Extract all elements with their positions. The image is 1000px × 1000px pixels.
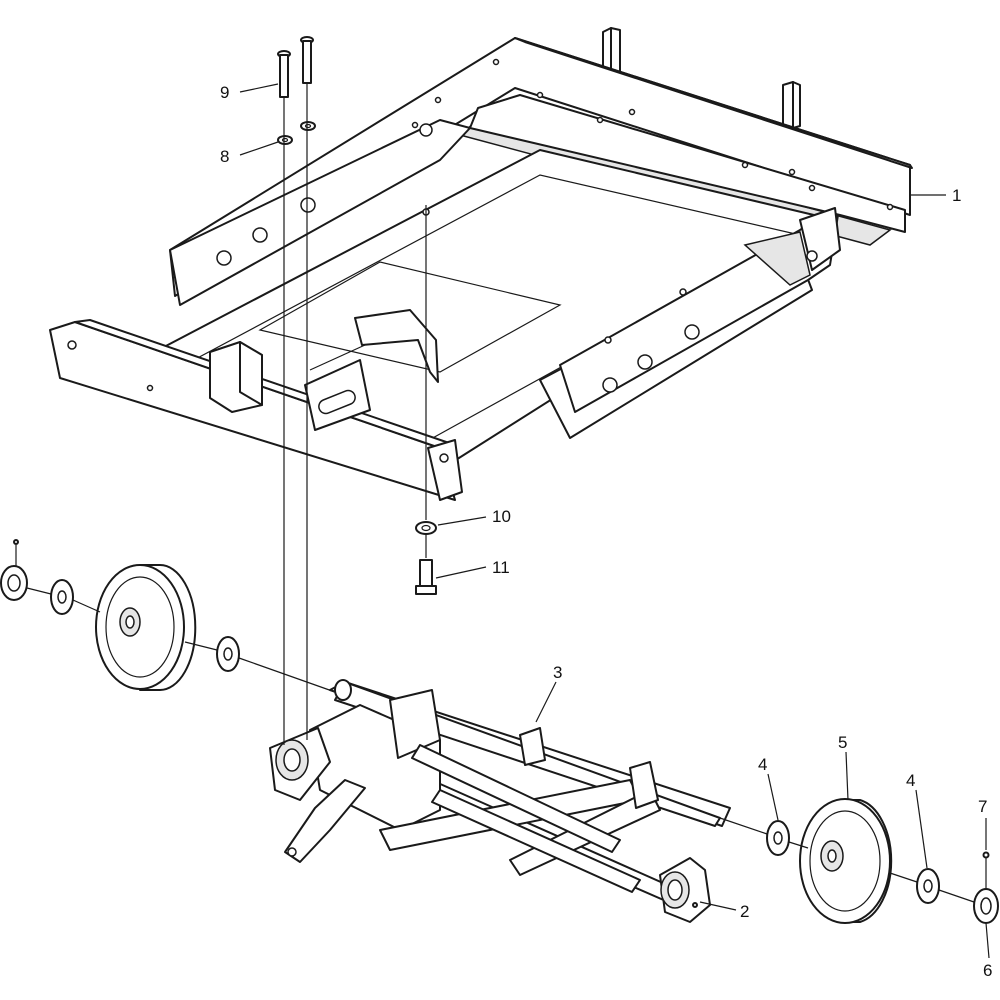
callout-2: 2 (740, 902, 749, 921)
callout-4-right: 4 (906, 771, 915, 790)
main-frame (49, 27, 913, 501)
callout-4-left: 4 (758, 755, 767, 774)
right-wheel-assembly (766, 798, 999, 924)
callout-9: 9 (220, 83, 229, 102)
callout-5: 5 (838, 733, 847, 752)
bolts-top (277, 36, 316, 145)
axle-carriage (269, 679, 731, 923)
callout-1: 1 (952, 186, 961, 205)
callouts: 1 2 3 4 5 4 7 6 8 9 10 11 (220, 83, 992, 980)
left-wheel-assembly (0, 539, 240, 691)
callout-7: 7 (978, 797, 987, 816)
callout-11: 11 (492, 558, 510, 577)
callout-10: 10 (492, 507, 511, 526)
callout-leaders (239, 83, 990, 959)
callout-8: 8 (220, 147, 229, 166)
callout-6: 6 (983, 961, 992, 980)
assembly-lines (15, 84, 987, 903)
callout-3: 3 (553, 663, 562, 682)
